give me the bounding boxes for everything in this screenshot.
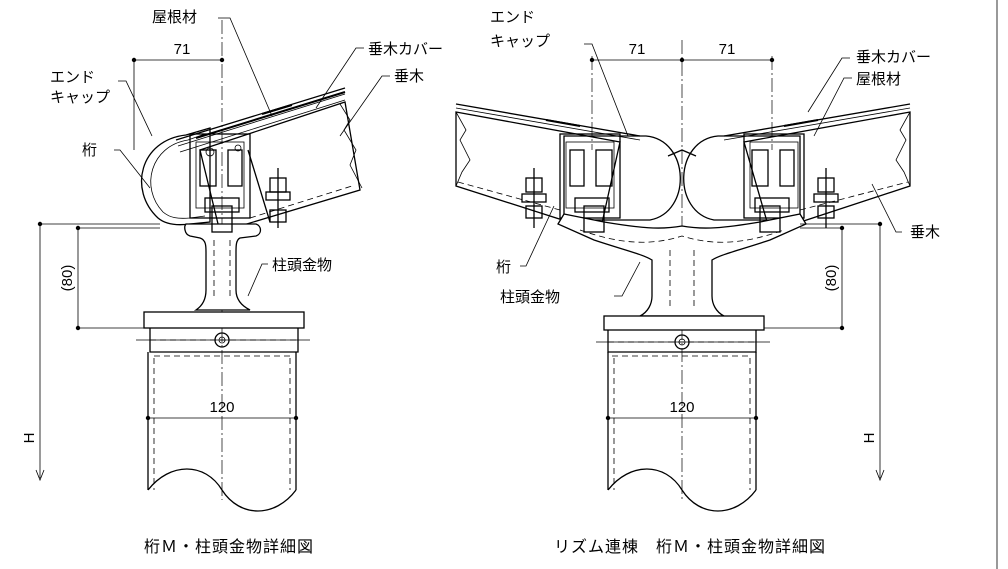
left-dim-120 <box>145 415 299 421</box>
left-dim-80-text: (80) <box>59 265 76 292</box>
right-dim-80-text: (80) <box>823 265 840 292</box>
left-label-endcap-2: キャップ <box>50 88 110 106</box>
left-post <box>147 352 297 512</box>
right-label-girder: 桁 <box>496 258 511 276</box>
right-leaders <box>520 43 902 297</box>
left-label-endcap-1: エンド <box>50 68 95 86</box>
right-detail: 71 71 (80) H 120 <box>455 8 940 556</box>
left-bolt-head <box>214 332 230 348</box>
right-girder-profile-left <box>559 133 621 219</box>
left-dim-H-text: H <box>21 433 38 444</box>
right-ridge-joint <box>667 149 697 157</box>
right-bolt-head <box>674 334 690 350</box>
left-label-rafter-cover: 垂木カバー <box>368 40 443 58</box>
left-dim-71-text: 71 <box>174 41 191 58</box>
left-post-cap <box>184 205 262 311</box>
right-side-bolts <box>521 168 839 228</box>
right-girder-profile-right <box>743 133 805 219</box>
right-caption: リズム連棟 桁Ｍ・柱頭金物詳細図 <box>554 537 826 556</box>
left-label-girder: 桁 <box>82 141 97 159</box>
left-label-rafter: 垂木 <box>394 67 424 85</box>
left-roof-layers <box>175 87 346 153</box>
left-leaders <box>114 17 390 297</box>
left-rafter <box>199 101 363 233</box>
left-base-plate <box>136 311 310 357</box>
right-post-break <box>607 468 757 512</box>
right-endcap-right <box>683 135 801 221</box>
left-label-post-cap: 柱頭金物 <box>272 256 332 274</box>
right-dim-71 <box>589 57 775 63</box>
left-dim-71 <box>131 57 225 150</box>
left-endcap <box>141 127 211 226</box>
right-dim-71a-text: 71 <box>629 41 646 58</box>
left-post-break <box>147 468 297 512</box>
left-girder-outline <box>150 133 206 219</box>
right-endcap-left <box>563 135 681 221</box>
right-label-endcap-2: キャップ <box>490 32 550 50</box>
right-base-plate <box>596 315 770 357</box>
right-dim-71b-text: 71 <box>719 41 736 58</box>
left-label-roof: 屋根材 <box>152 8 197 26</box>
left-dim-120-text: 120 <box>209 399 234 416</box>
right-dim-H-text: H <box>861 433 878 444</box>
right-dim-H <box>875 221 885 482</box>
right-label-roof: 屋根材 <box>856 70 901 88</box>
right-dim-120 <box>605 415 759 421</box>
left-caption: 桁Ｍ・柱頭金物詳細図 <box>144 537 314 556</box>
right-dim-120-text: 120 <box>669 399 694 416</box>
right-dim-80 <box>764 223 880 331</box>
left-girder-profile <box>189 133 251 219</box>
right-right-rafter <box>723 103 911 233</box>
right-label-rafter: 垂木 <box>910 223 940 241</box>
right-label-rafter-cover: 垂木カバー <box>856 48 931 66</box>
right-post <box>607 352 757 512</box>
left-dim-80 <box>40 223 160 331</box>
left-detail: 71 (80) H 120 <box>21 8 443 556</box>
left-side-bolt <box>265 168 291 228</box>
right-label-endcap-1: エンド <box>490 8 535 26</box>
right-post-cap <box>557 205 807 317</box>
left-dim-H <box>35 221 45 482</box>
right-label-post-cap: 柱頭金物 <box>500 288 560 306</box>
